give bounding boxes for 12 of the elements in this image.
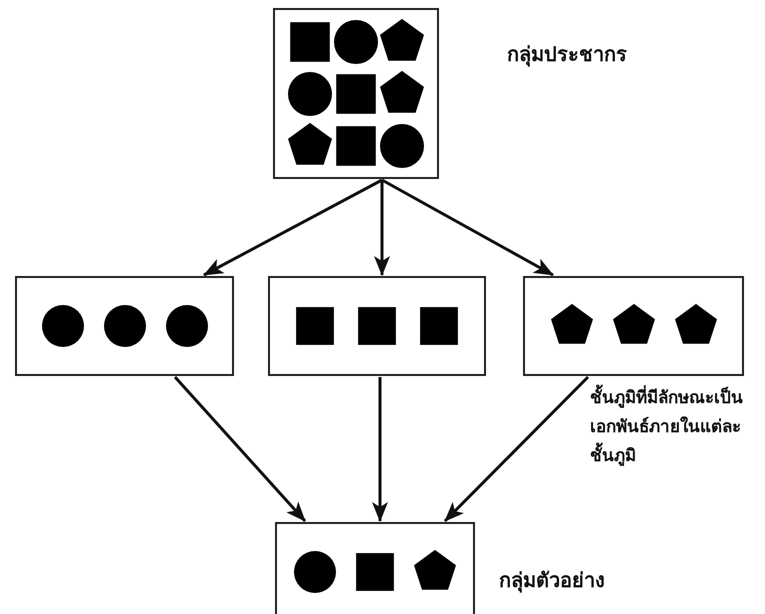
arrow xyxy=(372,377,388,522)
arrow xyxy=(203,178,383,276)
arrow xyxy=(174,376,306,522)
stratum-box xyxy=(15,276,234,376)
stratum-box xyxy=(268,276,486,376)
group-label: กลุ่มประชากร xyxy=(507,41,627,69)
arrow xyxy=(444,376,590,522)
note-text: ชั้นภูมิที่มีลักษณะเป็นเอกพันธ์ภายในแต่ละชั้นภูมิ xyxy=(590,384,760,471)
stratum-box xyxy=(523,276,744,376)
arrow xyxy=(381,178,554,276)
arrow xyxy=(374,180,390,276)
group-label: กลุ่มตัวอย่าง xyxy=(499,567,605,595)
